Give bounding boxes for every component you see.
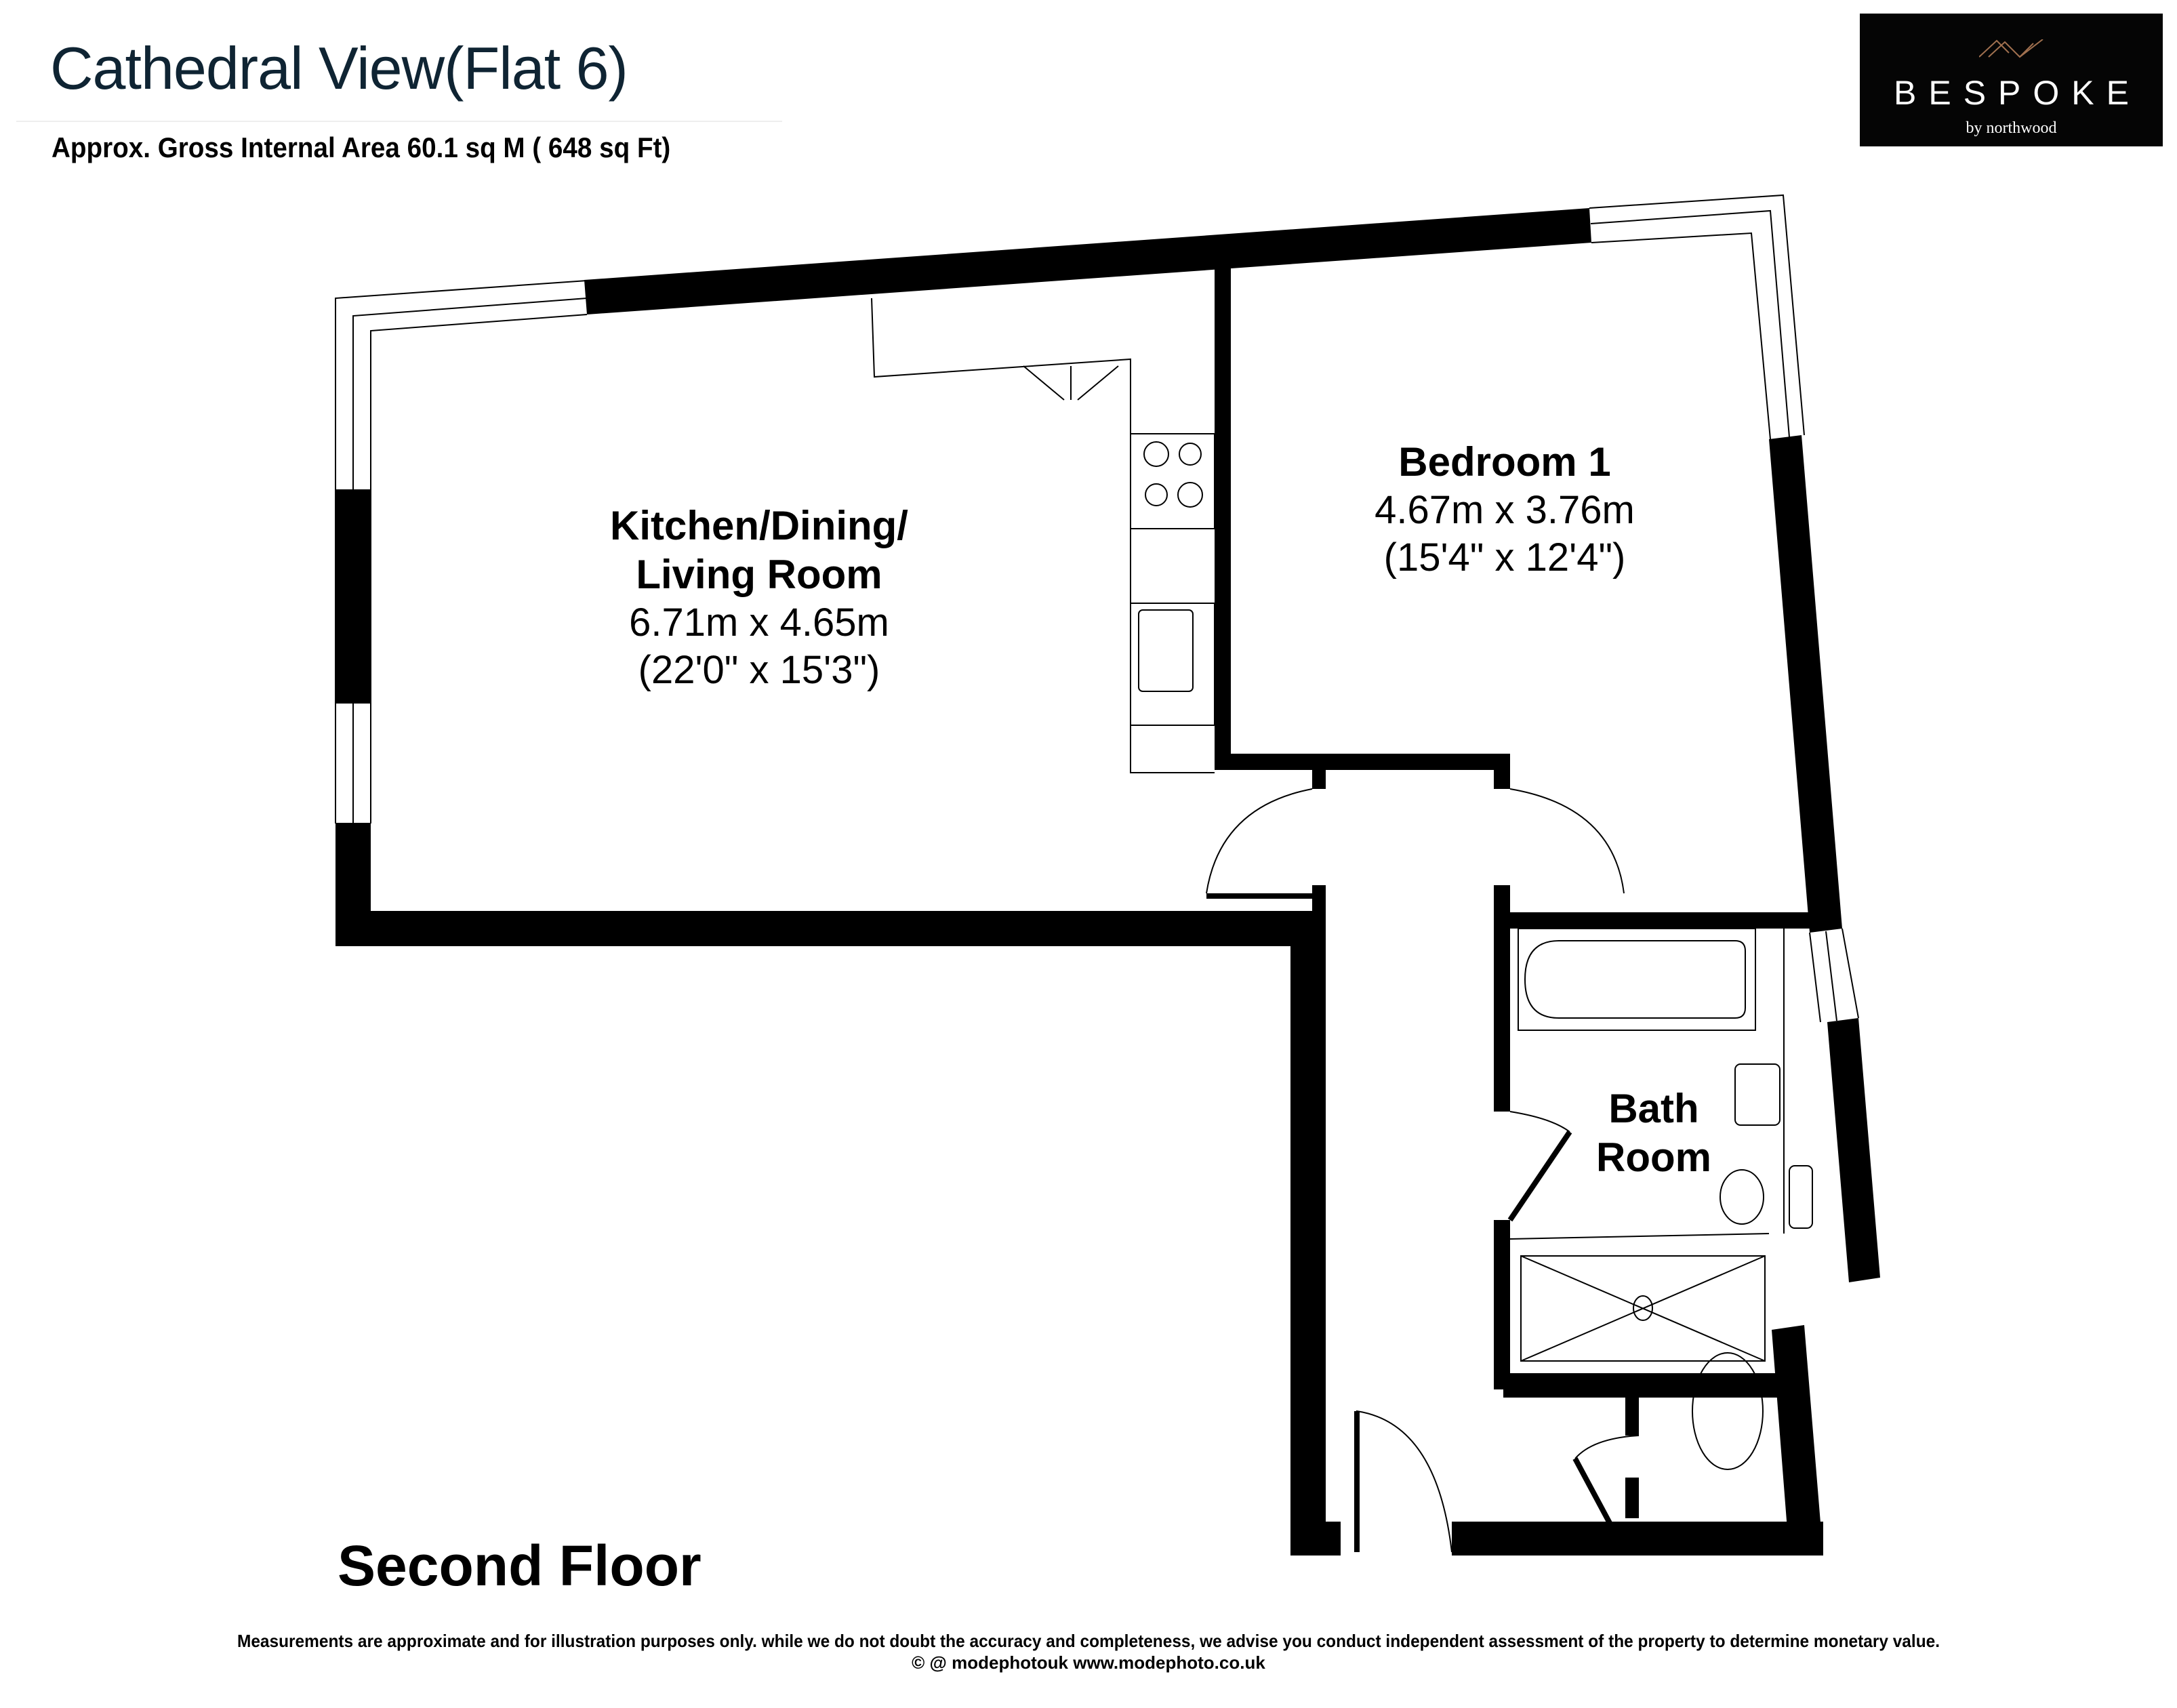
title-divider <box>16 121 782 122</box>
room-dimensions-metric: 6.71m x 4.65m <box>629 601 889 645</box>
bespoke-logo: BESPOKE by northwood <box>1860 14 2163 146</box>
window-outlines <box>335 194 1859 1470</box>
room-label-kitchen: Kitchen/Dining/ Living Room 6.71m x 4.65… <box>529 502 990 693</box>
room-name: Room <box>1596 1135 1711 1180</box>
room-name: Bath <box>1608 1086 1699 1131</box>
room-dimensions-metric: 4.67m x 3.76m <box>1375 488 1635 532</box>
door-leaves <box>1354 1130 1628 1553</box>
disclaimer: Measurements are approximate and for ill… <box>237 1631 1940 1651</box>
copyright: © @ modephotouk www.modephoto.co.uk <box>912 1652 1265 1673</box>
room-label-bathroom: Bath Room <box>1559 1084 1749 1182</box>
room-name: Kitchen/Dining/ <box>610 503 908 548</box>
door-swings <box>1023 365 1640 1553</box>
room-name: Bedroom 1 <box>1398 439 1611 485</box>
gross-internal-area: Approx. Gross Internal Area 60.1 sq M ( … <box>52 131 671 163</box>
page-title: Cathedral View(Flat 6) <box>50 35 628 102</box>
room-dimensions-imperial: (22'0" x 15'3") <box>638 647 880 692</box>
floor-label: Second Floor <box>338 1534 701 1598</box>
logo-brand: BESPOKE <box>1894 74 2141 112</box>
mountain-lines-icon <box>1979 39 2043 58</box>
room-label-bedroom: Bedroom 1 4.67m x 3.76m (15'4" x 12'4") <box>1281 438 1728 581</box>
room-name: Living Room <box>636 552 882 597</box>
walls <box>335 208 1880 1556</box>
room-dimensions-imperial: (15'4" x 12'4") <box>1383 535 1626 580</box>
logo-subtitle: by northwood <box>1966 119 2057 137</box>
